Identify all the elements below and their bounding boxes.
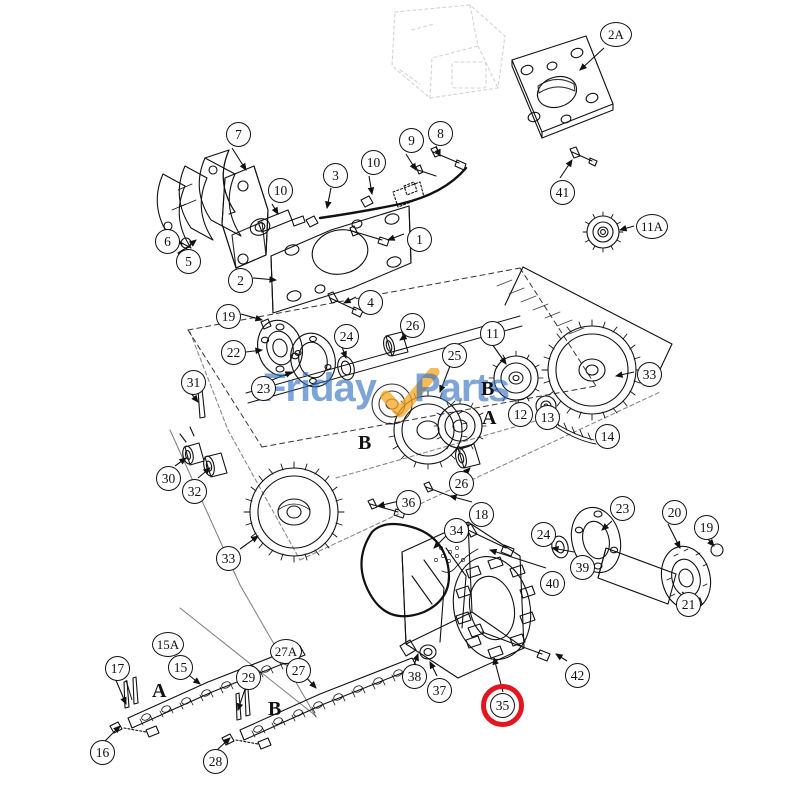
callout-17[interactable]: 17 — [105, 656, 130, 681]
callout-15A[interactable]: 15A — [152, 632, 184, 657]
callout-15[interactable]: 15 — [168, 655, 193, 680]
callout-23[interactable]: 23 — [610, 496, 635, 521]
callout-19[interactable]: 19 — [216, 304, 241, 329]
callout-7[interactable]: 7 — [226, 122, 251, 147]
callout-9[interactable]: 9 — [399, 128, 424, 153]
callout-40[interactable]: 40 — [540, 571, 565, 596]
callout-33[interactable]: 33 — [637, 362, 662, 387]
callout-37[interactable]: 37 — [427, 678, 452, 703]
callout-35[interactable]: 35 — [490, 693, 515, 718]
callout-6[interactable]: 6 — [155, 229, 180, 254]
group-letter-a-3: A — [152, 680, 167, 702]
group-letter-b-0: B — [358, 432, 372, 454]
callout-33[interactable]: 33 — [216, 546, 241, 571]
group-letter-b-4: B — [268, 698, 282, 720]
group-letter-b-1: B — [481, 378, 495, 400]
callout-28[interactable]: 28 — [203, 749, 228, 774]
callout-5[interactable]: 5 — [176, 249, 201, 274]
callout-29[interactable]: 29 — [236, 665, 261, 690]
callout-36[interactable]: 36 — [396, 490, 421, 515]
callout-41[interactable]: 41 — [550, 180, 575, 205]
callout-16[interactable]: 16 — [90, 740, 115, 765]
callout-39[interactable]: 39 — [570, 555, 595, 580]
callout-18[interactable]: 18 — [469, 502, 494, 527]
callout-8[interactable]: 8 — [428, 121, 453, 146]
callout-4[interactable]: 4 — [358, 290, 383, 315]
callout-20[interactable]: 20 — [662, 500, 687, 525]
callout-30[interactable]: 30 — [156, 466, 181, 491]
callout-42[interactable]: 42 — [565, 663, 590, 688]
callout-12[interactable]: 12 — [508, 402, 533, 427]
callout-10[interactable]: 10 — [268, 178, 293, 203]
callout-31[interactable]: 31 — [181, 370, 206, 395]
callout-19[interactable]: 19 — [694, 515, 719, 540]
callout-22[interactable]: 22 — [221, 340, 246, 365]
callout-14[interactable]: 14 — [595, 424, 620, 449]
callout-21[interactable]: 21 — [676, 592, 701, 617]
highlight-ring-35 — [481, 684, 524, 727]
callout-24[interactable]: 24 — [334, 324, 359, 349]
callout-11[interactable]: 11 — [480, 321, 505, 346]
callout-25[interactable]: 25 — [442, 343, 467, 368]
callout-26[interactable]: 26 — [449, 471, 474, 496]
callout-2A[interactable]: 2A — [600, 22, 632, 47]
callout-11A[interactable]: 11A — [636, 214, 668, 239]
callout-27[interactable]: 27 — [286, 658, 311, 683]
callout-24[interactable]: 24 — [531, 522, 556, 547]
callout-3[interactable]: 3 — [323, 163, 348, 188]
callout-2[interactable]: 2 — [228, 268, 253, 293]
callout-26[interactable]: 26 — [400, 313, 425, 338]
callout-23[interactable]: 23 — [251, 376, 276, 401]
callout-13[interactable]: 13 — [535, 405, 560, 430]
callout-1[interactable]: 1 — [407, 227, 432, 252]
callout-32[interactable]: 32 — [182, 479, 207, 504]
callout-34[interactable]: 34 — [444, 518, 469, 543]
callout-38[interactable]: 38 — [402, 664, 427, 689]
group-letter-a-2: A — [482, 407, 497, 429]
callout-10[interactable]: 10 — [361, 150, 386, 175]
